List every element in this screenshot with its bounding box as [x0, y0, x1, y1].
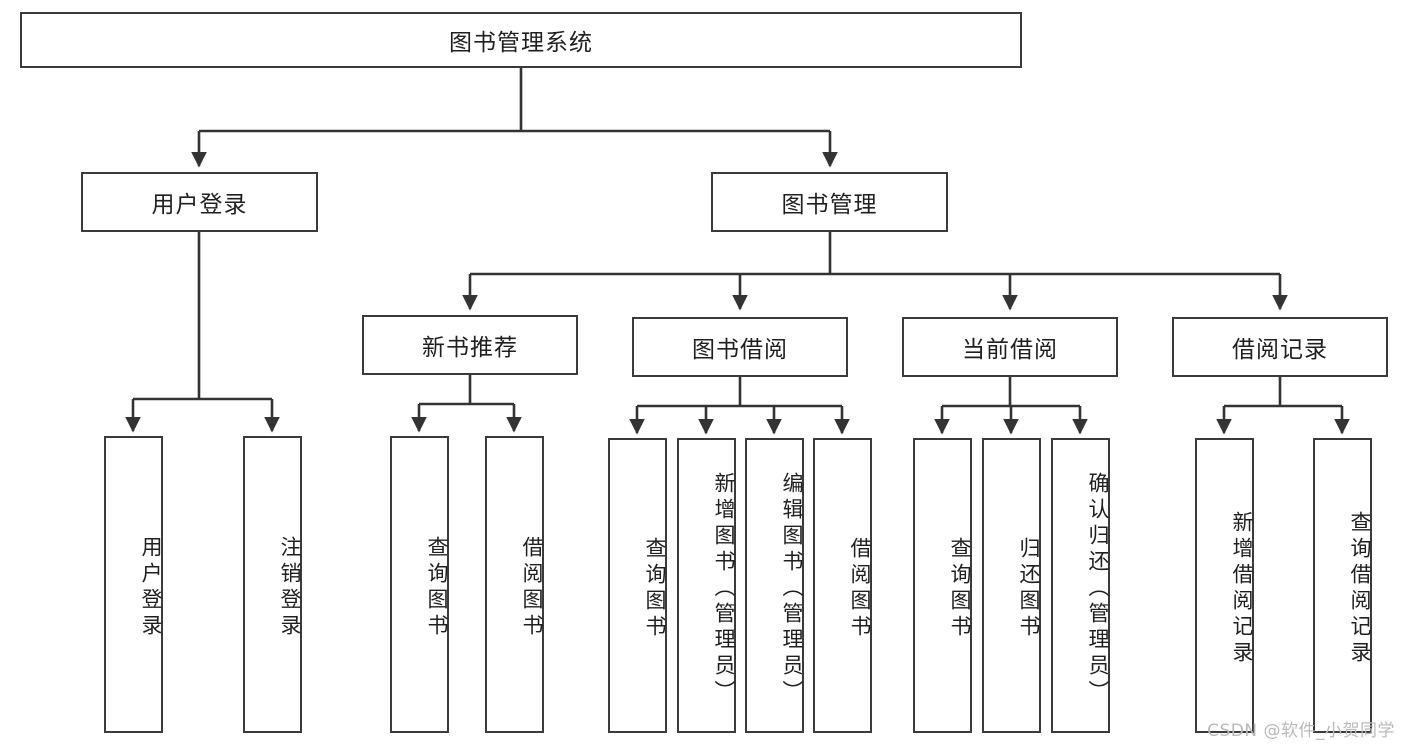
node-label: 新增图书（管理员）	[712, 471, 736, 706]
node-label: 查询图书	[643, 536, 667, 641]
node-label: 新增借阅记录	[1230, 510, 1254, 667]
node-book-borrow[interactable]: 图书借阅	[632, 317, 848, 377]
leaf-new-book-borrow-book[interactable]: 借阅图书	[485, 436, 544, 733]
leaf-current-borrow-return-book[interactable]: 归还图书	[982, 438, 1041, 733]
leaf-user-login-signin[interactable]: 用户登录	[104, 436, 163, 733]
node-label: 图书借阅	[692, 337, 788, 363]
leaf-current-borrow-confirm-return-admin[interactable]: 确认归还（管理员）	[1051, 438, 1110, 733]
leaf-borrow-record-query-record[interactable]: 查询借阅记录	[1313, 438, 1372, 733]
node-label: 注销登录	[278, 535, 302, 640]
watermark: CSDN @软件_小贺同学	[1207, 721, 1395, 741]
leaf-new-book-query-book[interactable]: 查询图书	[390, 436, 449, 733]
node-label: 查询借阅记录	[1348, 510, 1372, 667]
node-user-login[interactable]: 用户登录	[81, 172, 318, 232]
node-current-borrow[interactable]: 当前借阅	[902, 317, 1118, 377]
node-label: 借阅记录	[1232, 337, 1328, 363]
leaf-borrow-record-add-record[interactable]: 新增借阅记录	[1195, 438, 1254, 733]
node-label: 编辑图书（管理员）	[780, 471, 804, 706]
leaf-book-borrow-add-book-admin[interactable]: 新增图书（管理员）	[677, 438, 736, 733]
node-label: 查询图书	[948, 536, 972, 641]
leaf-current-borrow-query-book[interactable]: 查询图书	[913, 438, 972, 733]
node-label: 确认归还（管理员）	[1086, 471, 1110, 706]
node-label: 借阅图书	[848, 536, 872, 641]
node-label: 新书推荐	[422, 335, 518, 361]
leaf-book-borrow-query-book[interactable]: 查询图书	[608, 438, 667, 733]
node-label: 用户登录	[139, 535, 163, 640]
node-book-management[interactable]: 图书管理	[711, 172, 948, 232]
leaf-user-login-logout[interactable]: 注销登录	[243, 436, 302, 733]
node-label: 借阅图书	[520, 535, 544, 640]
leaf-book-borrow-borrow-book[interactable]: 借阅图书	[813, 438, 872, 733]
node-label: 用户登录	[151, 192, 248, 218]
node-label: 图书管理	[781, 192, 878, 218]
node-label: 查询图书	[425, 535, 449, 640]
node-label: 当前借阅	[962, 337, 1058, 363]
leaf-book-borrow-edit-book-admin[interactable]: 编辑图书（管理员）	[745, 438, 804, 733]
node-root-book-management-system[interactable]: 图书管理系统	[20, 12, 1022, 68]
node-label: 图书管理系统	[449, 30, 593, 56]
node-borrow-record[interactable]: 借阅记录	[1172, 317, 1388, 377]
node-label: 归还图书	[1017, 536, 1041, 641]
node-new-book-recommend[interactable]: 新书推荐	[362, 315, 578, 375]
